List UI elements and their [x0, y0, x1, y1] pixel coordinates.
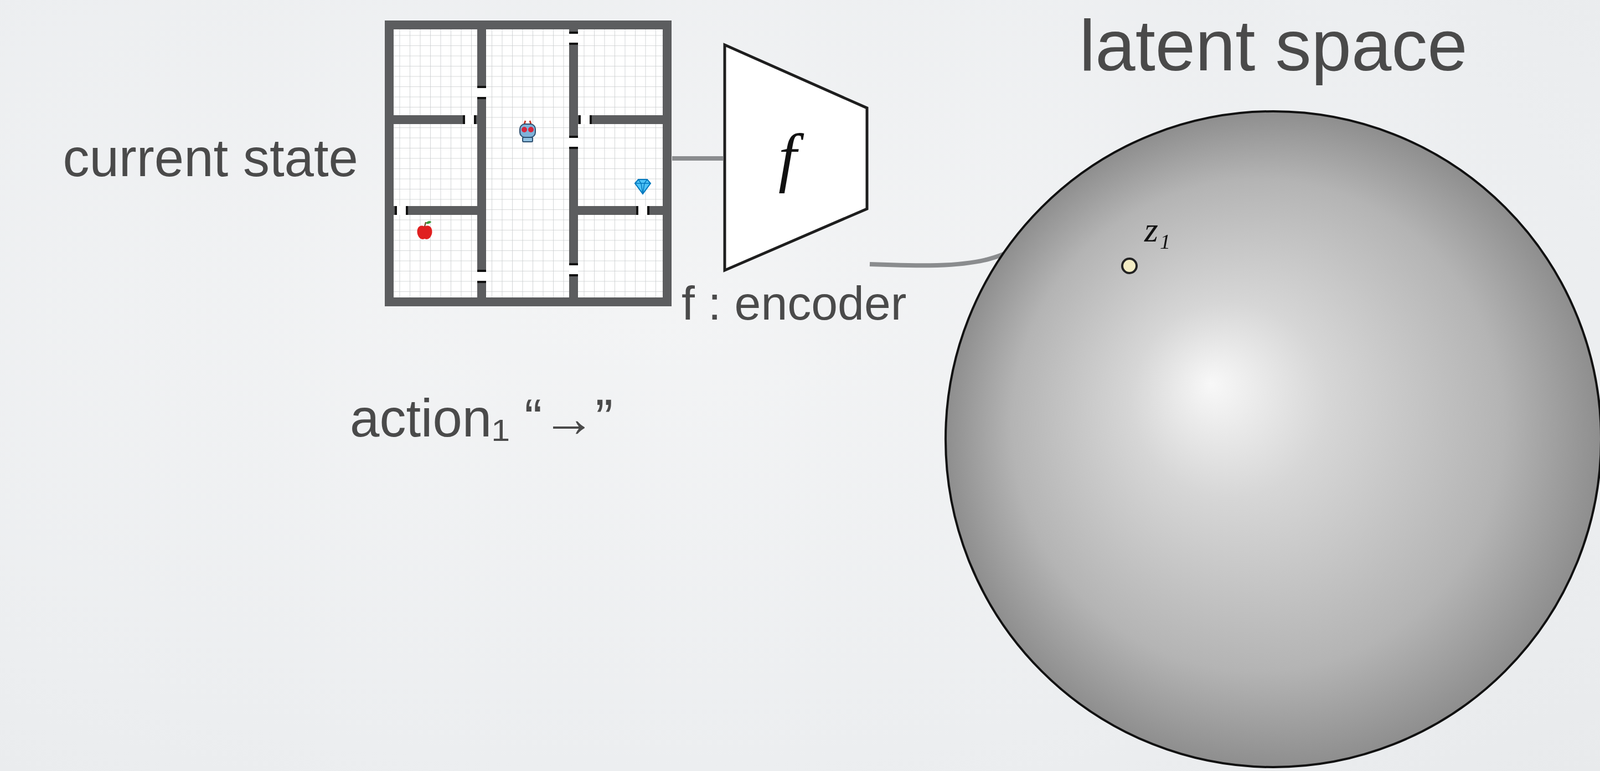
gridworld-maze — [384, 20, 672, 307]
point-marker — [1122, 258, 1137, 273]
maze-grid — [384, 20, 672, 307]
apple-icon — [425, 220, 432, 224]
maze-doors — [579, 115, 649, 215]
latent-sphere — [943, 109, 1600, 769]
agent-icon — [528, 126, 534, 133]
encoder-symbol: f — [778, 125, 797, 191]
maze-doors — [579, 115, 591, 125]
apple-icon — [417, 225, 433, 240]
maze-doors — [569, 136, 578, 148]
gem-icon — [635, 179, 651, 194]
encoder-outline — [724, 44, 867, 271]
maze-doors — [477, 270, 487, 282]
maze-doors — [395, 32, 649, 282]
maze-floor — [384, 20, 672, 307]
maze-doors — [477, 86, 487, 282]
maze-walls — [573, 205, 672, 215]
maze-walls — [477, 20, 487, 307]
agent-icon — [519, 124, 536, 138]
diagram-node: z₁ — [1120, 212, 1192, 279]
point-label: z₁ — [1144, 212, 1171, 248]
gem-icon — [635, 179, 651, 194]
space-heading: latent space — [1079, 4, 1468, 88]
action-label: action₁ “→” — [349, 387, 613, 449]
maze-doors — [569, 32, 578, 44]
maze-doors — [395, 205, 407, 215]
diagram-node: latent space z₁ — [943, 4, 1600, 769]
sphere-outline — [945, 111, 1600, 767]
encoder-body: f — [722, 42, 870, 273]
diagram-node: f f : encoder — [681, 42, 949, 331]
maze-walls — [384, 205, 482, 215]
maze-doors — [395, 115, 476, 215]
diagram-node: current state — [62, 20, 672, 307]
maze-doors — [477, 86, 487, 98]
gem-icon — [635, 179, 651, 194]
maze-doors — [463, 115, 476, 125]
agent-icon — [519, 120, 536, 142]
maze-doors — [569, 32, 578, 276]
maze-doors — [569, 264, 578, 276]
agent-icon — [521, 126, 528, 133]
maze-walls — [573, 115, 672, 125]
maze-doors — [395, 32, 649, 282]
maze-walls — [569, 20, 578, 307]
apple-icon — [417, 220, 433, 240]
maze-walls — [384, 115, 482, 125]
maze-walls — [384, 20, 672, 307]
encoder-caption: f : encoder — [681, 275, 907, 331]
latent-point — [1120, 256, 1139, 276]
agent-icon — [522, 137, 533, 142]
maze-frame — [389, 24, 668, 302]
apple-icon — [424, 222, 426, 227]
sphere-body: z₁ — [943, 109, 1600, 769]
state-heading: current state — [62, 127, 359, 189]
maze-doors — [637, 205, 649, 215]
connector-arrow — [672, 156, 724, 161]
